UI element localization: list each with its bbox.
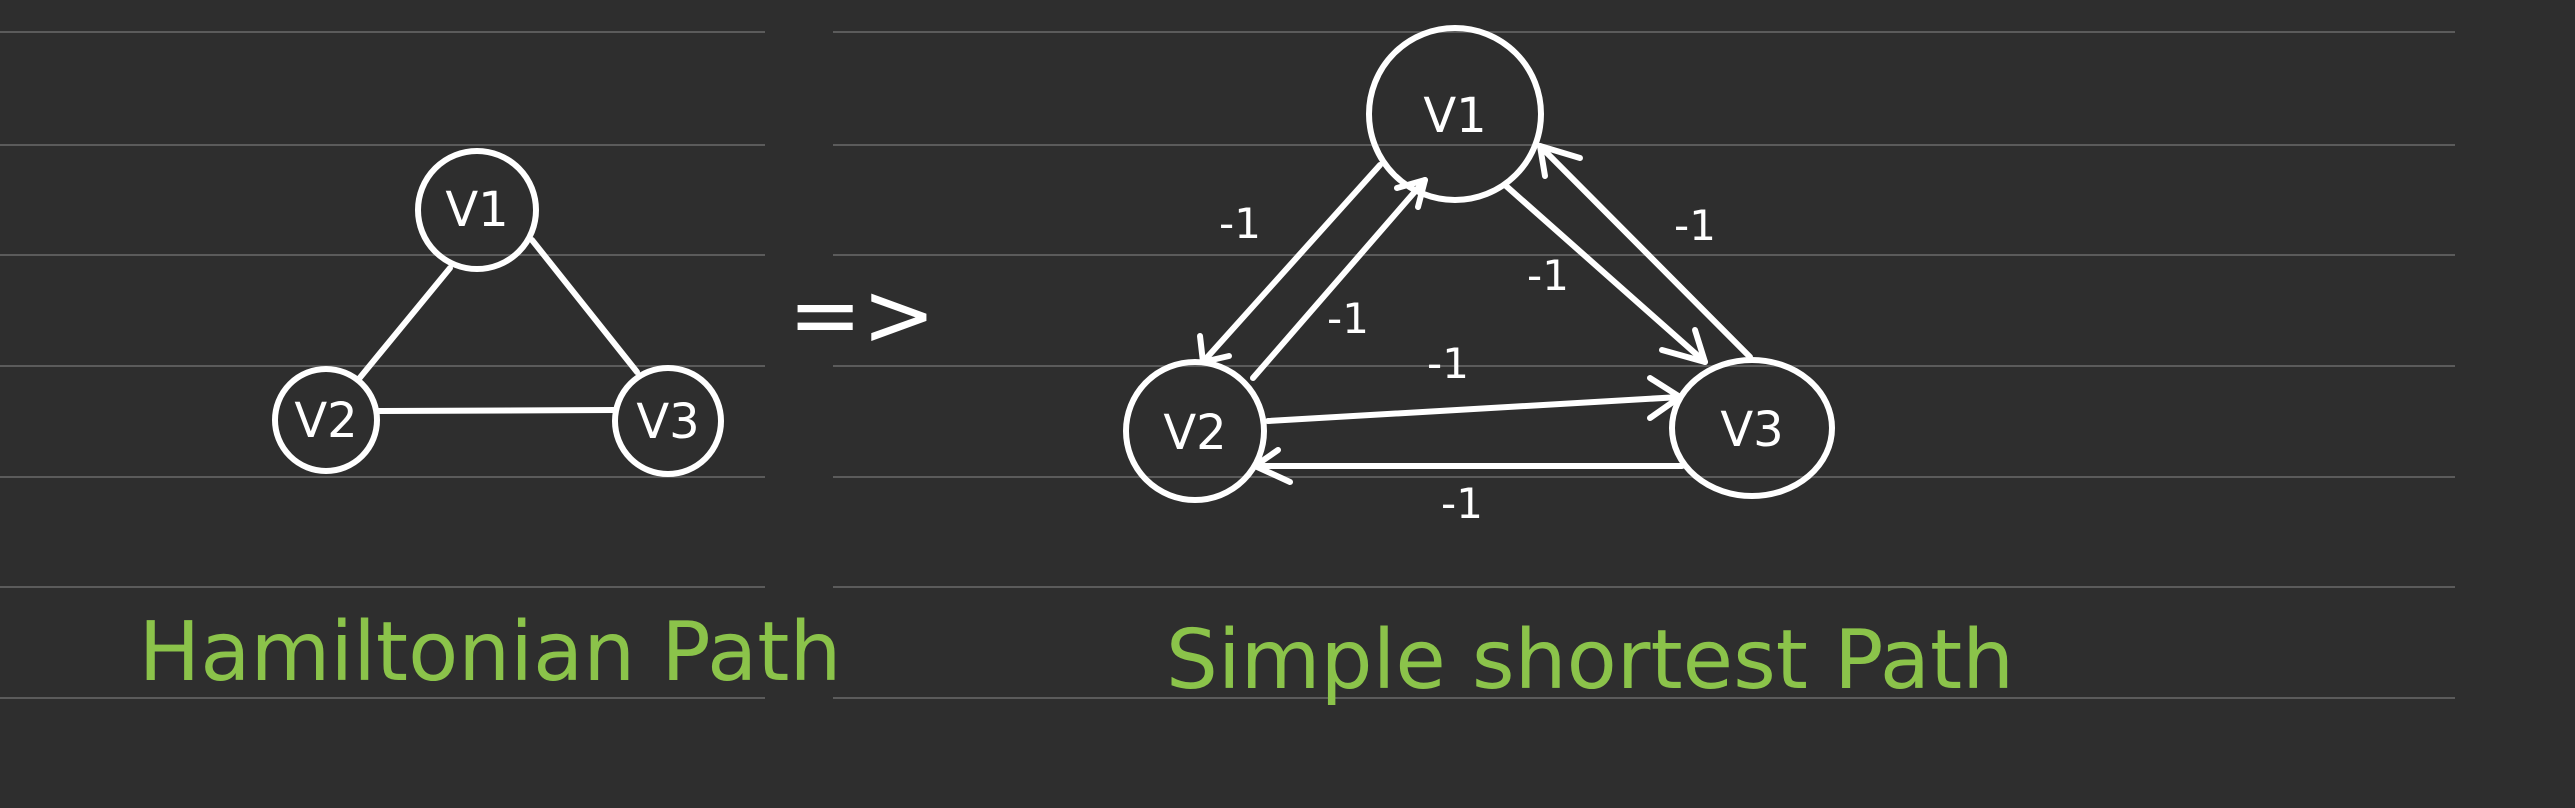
sp-weight-v2-to-v1: -1 [1327, 294, 1369, 343]
ham-node-v2-label: V2 [294, 393, 357, 449]
sp-edge-v3-to-v1 [1537, 143, 1753, 360]
sp-edge-v2-to-v3 [1265, 394, 1683, 424]
sp-edge-v1-to-v2 [1200, 162, 1383, 365]
sp-arrowhead-v3-to-v1 [1537, 143, 1583, 179]
sp-node-v3-label: V3 [1720, 402, 1783, 458]
sp-edge-v1-to-v3 [1502, 182, 1708, 365]
sp-node-v2-label: V2 [1163, 405, 1226, 461]
sp-weight-v3-to-v2: -1 [1441, 479, 1483, 528]
ham-node-v1 [415, 148, 539, 272]
ham-edge-v1-v2 [355, 265, 453, 383]
hamiltonian-caption: Hamiltonian Path [139, 605, 842, 700]
hamiltonian-graph: V1 V2 V3 [272, 148, 724, 477]
ham-edge-v2-v3 [375, 407, 618, 414]
sp-weight-v2-to-v3: -1 [1427, 339, 1469, 388]
rule-lines-right [833, 31, 2455, 699]
rule-lines-left [0, 31, 765, 699]
ham-node-v1-label: V1 [445, 182, 508, 238]
ham-node-v2 [272, 366, 380, 474]
sp-node-v3 [1669, 357, 1835, 499]
ham-edge-v1-v3 [529, 237, 640, 375]
implies-symbol: => [788, 263, 935, 366]
sp-node-v1-label: V1 [1423, 88, 1486, 144]
sp-arrowhead-v1-to-v3 [1659, 327, 1708, 365]
sp-weight-v1-to-v3: -1 [1527, 251, 1569, 300]
sp-weight-v1-to-v2: -1 [1219, 199, 1261, 248]
sp-weight-v3-to-v1: -1 [1674, 201, 1716, 250]
sp-node-v2 [1123, 359, 1267, 503]
shortest-graph: V1 V2 V3 -1 -1 -1 -1 -1 -1 [1123, 25, 1835, 528]
shortest-caption: Simple shortest Path [1166, 613, 2014, 708]
sp-node-v1 [1366, 25, 1544, 203]
ham-node-v3 [612, 365, 724, 477]
ham-node-v3-label: V3 [636, 394, 699, 450]
sp-edge-v2-to-v1 [1250, 177, 1428, 381]
